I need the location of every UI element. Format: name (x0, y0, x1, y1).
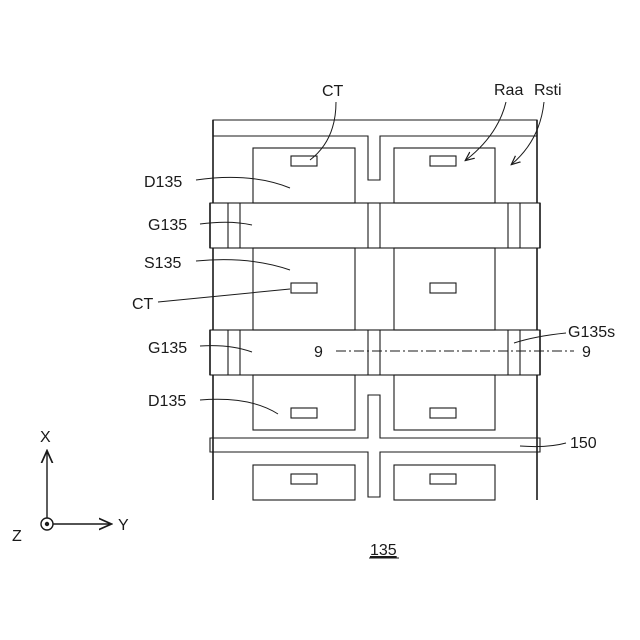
label-g135-top: G135 (148, 217, 187, 234)
gate-band-upper (210, 203, 540, 248)
label-rsti: Rsti (534, 82, 562, 99)
axis-label-z: Z (12, 528, 22, 545)
source-block-left (253, 248, 355, 330)
axis-label-x: X (40, 429, 51, 446)
contact-top-right (430, 156, 456, 166)
label-ct-top: CT (322, 83, 344, 100)
bottom-block-left (253, 465, 355, 500)
label-section-right: 9 (582, 344, 591, 361)
label-s135: S135 (144, 255, 181, 272)
region-boundary (210, 120, 540, 500)
contact-lowest-left (291, 474, 317, 484)
label-raa: Raa (494, 82, 523, 99)
contact-mid-right (430, 283, 456, 293)
figure-number: 135 (370, 542, 397, 559)
bottom-block-right (394, 465, 495, 500)
label-g135-bottom: G135 (148, 340, 187, 357)
contact-mid-left (291, 283, 317, 293)
drain-block-bottom-right (394, 375, 495, 430)
axis-label-y: Y (118, 517, 129, 534)
label-d135-top: D135 (144, 174, 182, 191)
top-isolation-region (213, 120, 537, 180)
source-block-right (394, 248, 495, 330)
gate-band-lower (210, 330, 540, 375)
label-d135-bottom: D135 (148, 393, 186, 410)
contact-lowest-right (430, 474, 456, 484)
label-section-left: 9 (314, 344, 323, 361)
isolation-strip-150 (210, 395, 540, 497)
contact-bottom-left (291, 408, 317, 418)
contact-bottom-right (430, 408, 456, 418)
label-150: 150 (570, 435, 597, 452)
label-g135s: G135s (568, 324, 615, 341)
label-ct-mid: CT (132, 296, 154, 313)
drain-block-bottom-left (253, 375, 355, 430)
axis-indicator: X Y Z (12, 429, 129, 545)
